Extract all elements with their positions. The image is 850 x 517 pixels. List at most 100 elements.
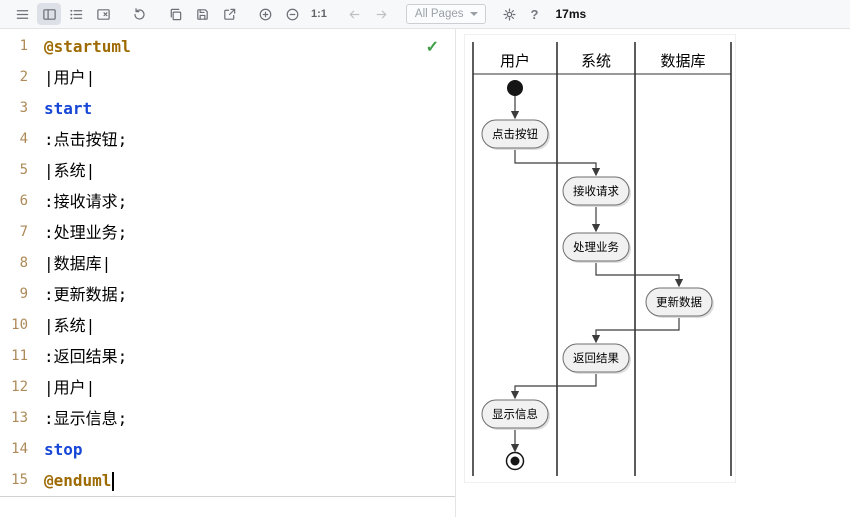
open-external-icon — [223, 8, 235, 20]
editor-line[interactable]: 12 |用户| — [0, 372, 455, 403]
lane-title-database: 数据库 — [660, 53, 705, 70]
line-number: 2 — [19, 69, 28, 85]
code-text: |用户| — [44, 378, 96, 397]
line-number: 7 — [19, 224, 28, 240]
editor-lines: 1 @startuml 2 |用户| 3 start 4 :点击按钮; 5 |系统| 6 :接收请求;… — [0, 31, 455, 497]
code-text: stop — [44, 440, 83, 459]
line-number: 9 — [19, 286, 28, 302]
zoom-in-button[interactable] — [253, 3, 277, 25]
editor-line[interactable]: 7 :处理业务; — [0, 217, 455, 248]
line-number: 3 — [19, 100, 28, 116]
outline-list-button[interactable] — [64, 3, 88, 25]
pages-dropdown-value: All Pages — [414, 8, 464, 20]
menu-icon — [16, 9, 28, 19]
activity-nodes: 点击按钮 接收请求 处理业务 更新数据 返回结果 — [481, 119, 714, 430]
page-next-icon — [377, 10, 387, 18]
code-text: |系统| — [44, 316, 96, 335]
line-number: 8 — [19, 255, 28, 271]
editor-line[interactable]: 6 :接收请求; — [0, 186, 455, 217]
line-number: 15 — [11, 472, 28, 488]
open-external-button[interactable] — [217, 3, 241, 25]
refresh-button[interactable] — [127, 3, 151, 25]
save-button[interactable] — [190, 3, 214, 25]
editor-line[interactable]: 14 stop — [0, 434, 455, 465]
page-previous-icon — [350, 10, 360, 18]
line-number: 11 — [11, 348, 28, 364]
activity-label: 接收请求 — [573, 184, 619, 198]
pages-dropdown[interactable]: All Pages — [405, 4, 486, 24]
settings-button[interactable] — [498, 3, 522, 25]
editor-line[interactable]: 15 @enduml — [0, 465, 455, 496]
zoom-out-button[interactable] — [280, 3, 304, 25]
line-number: 4 — [19, 131, 28, 147]
editor-line[interactable]: 2 |用户| — [0, 62, 455, 93]
activity-label: 点击按钮 — [492, 127, 538, 141]
close-preview-icon — [96, 8, 110, 20]
chevron-down-icon — [469, 12, 478, 16]
copy-icon — [170, 8, 181, 20]
editor-line[interactable]: 10 |系统| — [0, 310, 455, 341]
code-editor[interactable]: 1 @startuml 2 |用户| 3 start 4 :点击按钮; 5 |系统| 6 :接收请求;… — [0, 29, 456, 517]
page-next-button[interactable] — [370, 3, 394, 25]
activity-label: 处理业务 — [573, 240, 619, 254]
editor-line[interactable]: 13 :显示信息; — [0, 403, 455, 434]
split-view-button[interactable] — [37, 3, 61, 25]
editor-line[interactable]: 4 :点击按钮; — [0, 124, 455, 155]
save-icon — [196, 8, 208, 20]
lane-title-system: 系统 — [581, 53, 611, 70]
toolbar: 1:1 All Pages ? 17ms — [0, 0, 850, 29]
line-number: 6 — [19, 193, 28, 209]
code-text: :返回结果; — [44, 347, 128, 366]
refresh-icon — [133, 7, 145, 20]
page-previous-button[interactable] — [343, 3, 367, 25]
main-content: 1 @startuml 2 |用户| 3 start 4 :点击按钮; 5 |系统| 6 :接收请求;… — [0, 29, 850, 517]
close-preview-button[interactable] — [91, 3, 115, 25]
settings-gear-icon — [503, 7, 516, 21]
diagram-canvas[interactable]: 用户 系统 数据库 — [464, 34, 736, 483]
text-caret — [112, 472, 115, 491]
line-number: 10 — [11, 317, 28, 333]
zoom-in-icon — [259, 8, 271, 20]
split-view-icon — [42, 8, 56, 20]
start-node — [507, 80, 523, 96]
editor-line[interactable]: 9 :更新数据; — [0, 279, 455, 310]
swimlane-lines — [472, 42, 732, 476]
stop-node — [505, 451, 525, 471]
code-text: start — [44, 99, 93, 118]
line-number: 1 — [19, 38, 28, 54]
line-number: 12 — [11, 379, 28, 395]
editor-line[interactable]: 3 start — [0, 93, 455, 124]
code-text: @enduml — [44, 465, 115, 496]
code-text: :显示信息; — [44, 409, 128, 428]
code-text: :点击按钮; — [44, 130, 128, 149]
lane-title-user: 用户 — [500, 53, 530, 70]
editor-line[interactable]: 11 :返回结果; — [0, 341, 455, 372]
code-text: |数据库| — [44, 254, 112, 273]
syntax-ok-icon: ✓ — [425, 39, 439, 56]
editor-line[interactable]: 1 @startuml — [0, 31, 455, 62]
code-text: :接收请求; — [44, 192, 128, 211]
line-number: 14 — [11, 441, 28, 457]
code-text: |系统| — [44, 161, 96, 180]
code-text: :处理业务; — [44, 223, 128, 242]
flow-arrows — [510, 96, 684, 453]
code-text: |用户| — [44, 68, 96, 87]
diagram-preview: 用户 系统 数据库 — [456, 29, 850, 517]
line-number: 13 — [11, 410, 28, 426]
line-number: 5 — [19, 162, 28, 178]
zoom-out-icon — [286, 8, 298, 20]
copy-button[interactable] — [163, 3, 187, 25]
editor-line[interactable]: 8 |数据库| — [0, 248, 455, 279]
zoom-actual-size-button[interactable]: 1:1 — [307, 3, 331, 25]
activity-diagram: 用户 系统 数据库 — [472, 42, 732, 476]
render-time-label: 17ms — [555, 7, 587, 21]
code-text: @startuml — [44, 37, 131, 56]
help-button[interactable]: ? — [525, 3, 545, 25]
code-text: :更新数据; — [44, 285, 128, 304]
menu-button[interactable] — [10, 3, 34, 25]
activity-label: 显示信息 — [492, 407, 538, 421]
activity-label: 返回结果 — [573, 352, 619, 365]
activity-label: 更新数据 — [656, 295, 702, 309]
editor-line[interactable]: 5 |系统| — [0, 155, 455, 186]
